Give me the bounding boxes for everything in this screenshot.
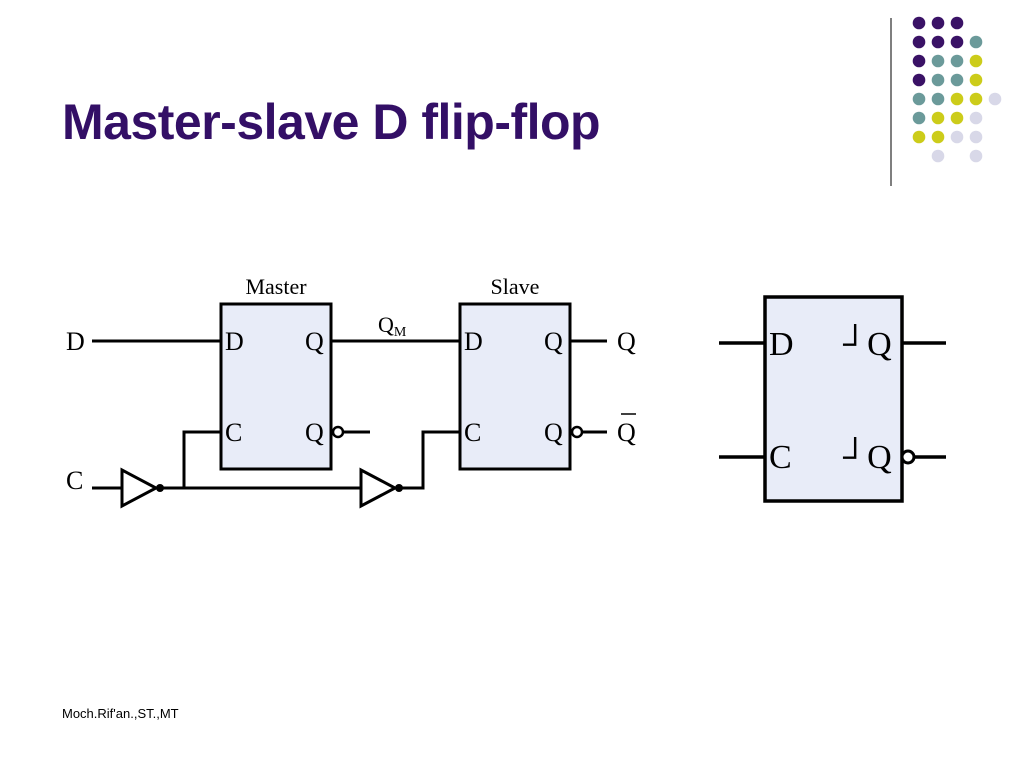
decor-dot — [969, 92, 983, 106]
wire-master-c — [182, 430, 221, 488]
symbol-block — [763, 295, 904, 503]
slave-qbar-bubble — [570, 425, 584, 439]
slave-block — [458, 302, 572, 471]
qm-label: QM — [378, 312, 407, 340]
master-block — [219, 302, 333, 471]
decor-dot — [950, 35, 964, 49]
decor-dot — [950, 54, 964, 68]
junction-1 — [156, 484, 164, 492]
master-qbar-bubble — [331, 425, 345, 439]
input-c-label: C — [66, 466, 83, 495]
symbol-d-label: D — [769, 326, 794, 363]
symbol-q-label: ┘Q — [842, 324, 892, 363]
decor-dot — [931, 35, 945, 49]
decor-dot — [931, 149, 945, 163]
slave-q-label: Q — [544, 327, 563, 356]
decor-dot — [950, 111, 964, 125]
symbol-qbar-bubble — [900, 449, 916, 465]
output-qbar-label: Q — [617, 418, 636, 447]
output-q-label: Q — [617, 327, 636, 356]
decor-dot — [950, 73, 964, 87]
slave-d-label: D — [464, 327, 483, 356]
decor-dot — [969, 73, 983, 87]
decor-dot — [969, 149, 983, 163]
decor-dot — [950, 92, 964, 106]
symbol-qbar-label: ┘Q — [842, 437, 892, 476]
slide-footer: Moch.Rif'an.,ST.,MT — [62, 706, 179, 721]
master-q-label: Q — [305, 327, 324, 356]
decor-dot — [931, 92, 945, 106]
slave-qbar-label: Q — [544, 418, 563, 447]
decor-dot — [912, 111, 926, 125]
master-qbar-label: Q — [305, 418, 324, 447]
inverter-1 — [120, 467, 160, 509]
decor-dot — [931, 111, 945, 125]
inverter-2 — [359, 467, 399, 509]
slide-title: Master-slave D flip-flop — [62, 94, 601, 150]
decor-dot — [912, 92, 926, 106]
decor-dot — [912, 35, 926, 49]
decor-dot — [969, 130, 983, 144]
decor-dot — [969, 54, 983, 68]
decor-dot — [931, 73, 945, 87]
decor-dot — [912, 73, 926, 87]
decor-dot — [912, 16, 926, 30]
decor-dot — [950, 16, 964, 30]
junction-2 — [395, 484, 403, 492]
master-label: Master — [245, 274, 307, 299]
slave-c-label: C — [464, 418, 481, 447]
decor-dot — [931, 16, 945, 30]
decor-dot — [988, 92, 1002, 106]
wire-slave-c — [399, 430, 460, 490]
decor-dot — [912, 54, 926, 68]
dot-grid — [912, 16, 1002, 163]
decor-dot — [969, 111, 983, 125]
slave-label: Slave — [491, 274, 540, 299]
master-c-label: C — [225, 418, 242, 447]
decor-dot — [931, 130, 945, 144]
decor-dot — [912, 130, 926, 144]
master-d-label: D — [225, 327, 244, 356]
decor-dot — [969, 35, 983, 49]
decor-dot — [950, 130, 964, 144]
decor-dot — [931, 54, 945, 68]
input-d-label: D — [66, 327, 85, 356]
symbol-c-label: C — [769, 439, 792, 476]
